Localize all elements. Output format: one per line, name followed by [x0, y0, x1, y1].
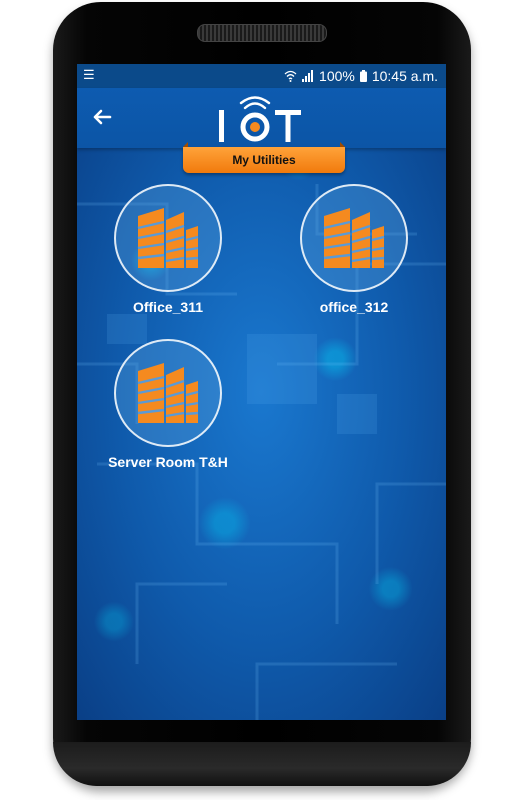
utility-label: Office_311: [132, 299, 204, 315]
utility-tile-office-311[interactable]: Office_311: [98, 184, 238, 315]
screen: ☰ 100% 10:45 a.m.: [77, 64, 446, 720]
utility-icon-circle: [114, 184, 222, 292]
utility-icon-circle: [300, 184, 408, 292]
phone-chin: [53, 742, 471, 786]
arrow-left-icon[interactable]: [89, 104, 115, 130]
utility-label: Server Room T&H: [108, 454, 228, 470]
iot-logo: [219, 96, 301, 142]
my-utilities-tab[interactable]: My Utilities: [183, 147, 345, 173]
app-bar: [77, 88, 446, 148]
status-bar: ☰ 100% 10:45 a.m.: [77, 64, 446, 88]
phone-speaker: [197, 24, 327, 42]
battery-percent: 100%: [319, 68, 355, 84]
building-icon: [137, 208, 199, 268]
wifi-icon: [284, 70, 297, 82]
battery-icon: [359, 70, 367, 82]
tab-fold-left: [183, 142, 188, 147]
building-icon: [323, 208, 385, 268]
utility-icon-circle: [114, 339, 222, 447]
utility-tile-server-room[interactable]: Server Room T&H: [98, 339, 238, 470]
list-icon: ☰: [83, 67, 95, 82]
status-time: 10:45 a.m.: [371, 68, 438, 84]
utility-label: office_312: [319, 299, 389, 315]
utility-tile-office-312[interactable]: office_312: [284, 184, 424, 315]
building-icon: [137, 363, 199, 423]
signal-icon: [302, 70, 314, 82]
tab-fold-right: [340, 142, 345, 147]
